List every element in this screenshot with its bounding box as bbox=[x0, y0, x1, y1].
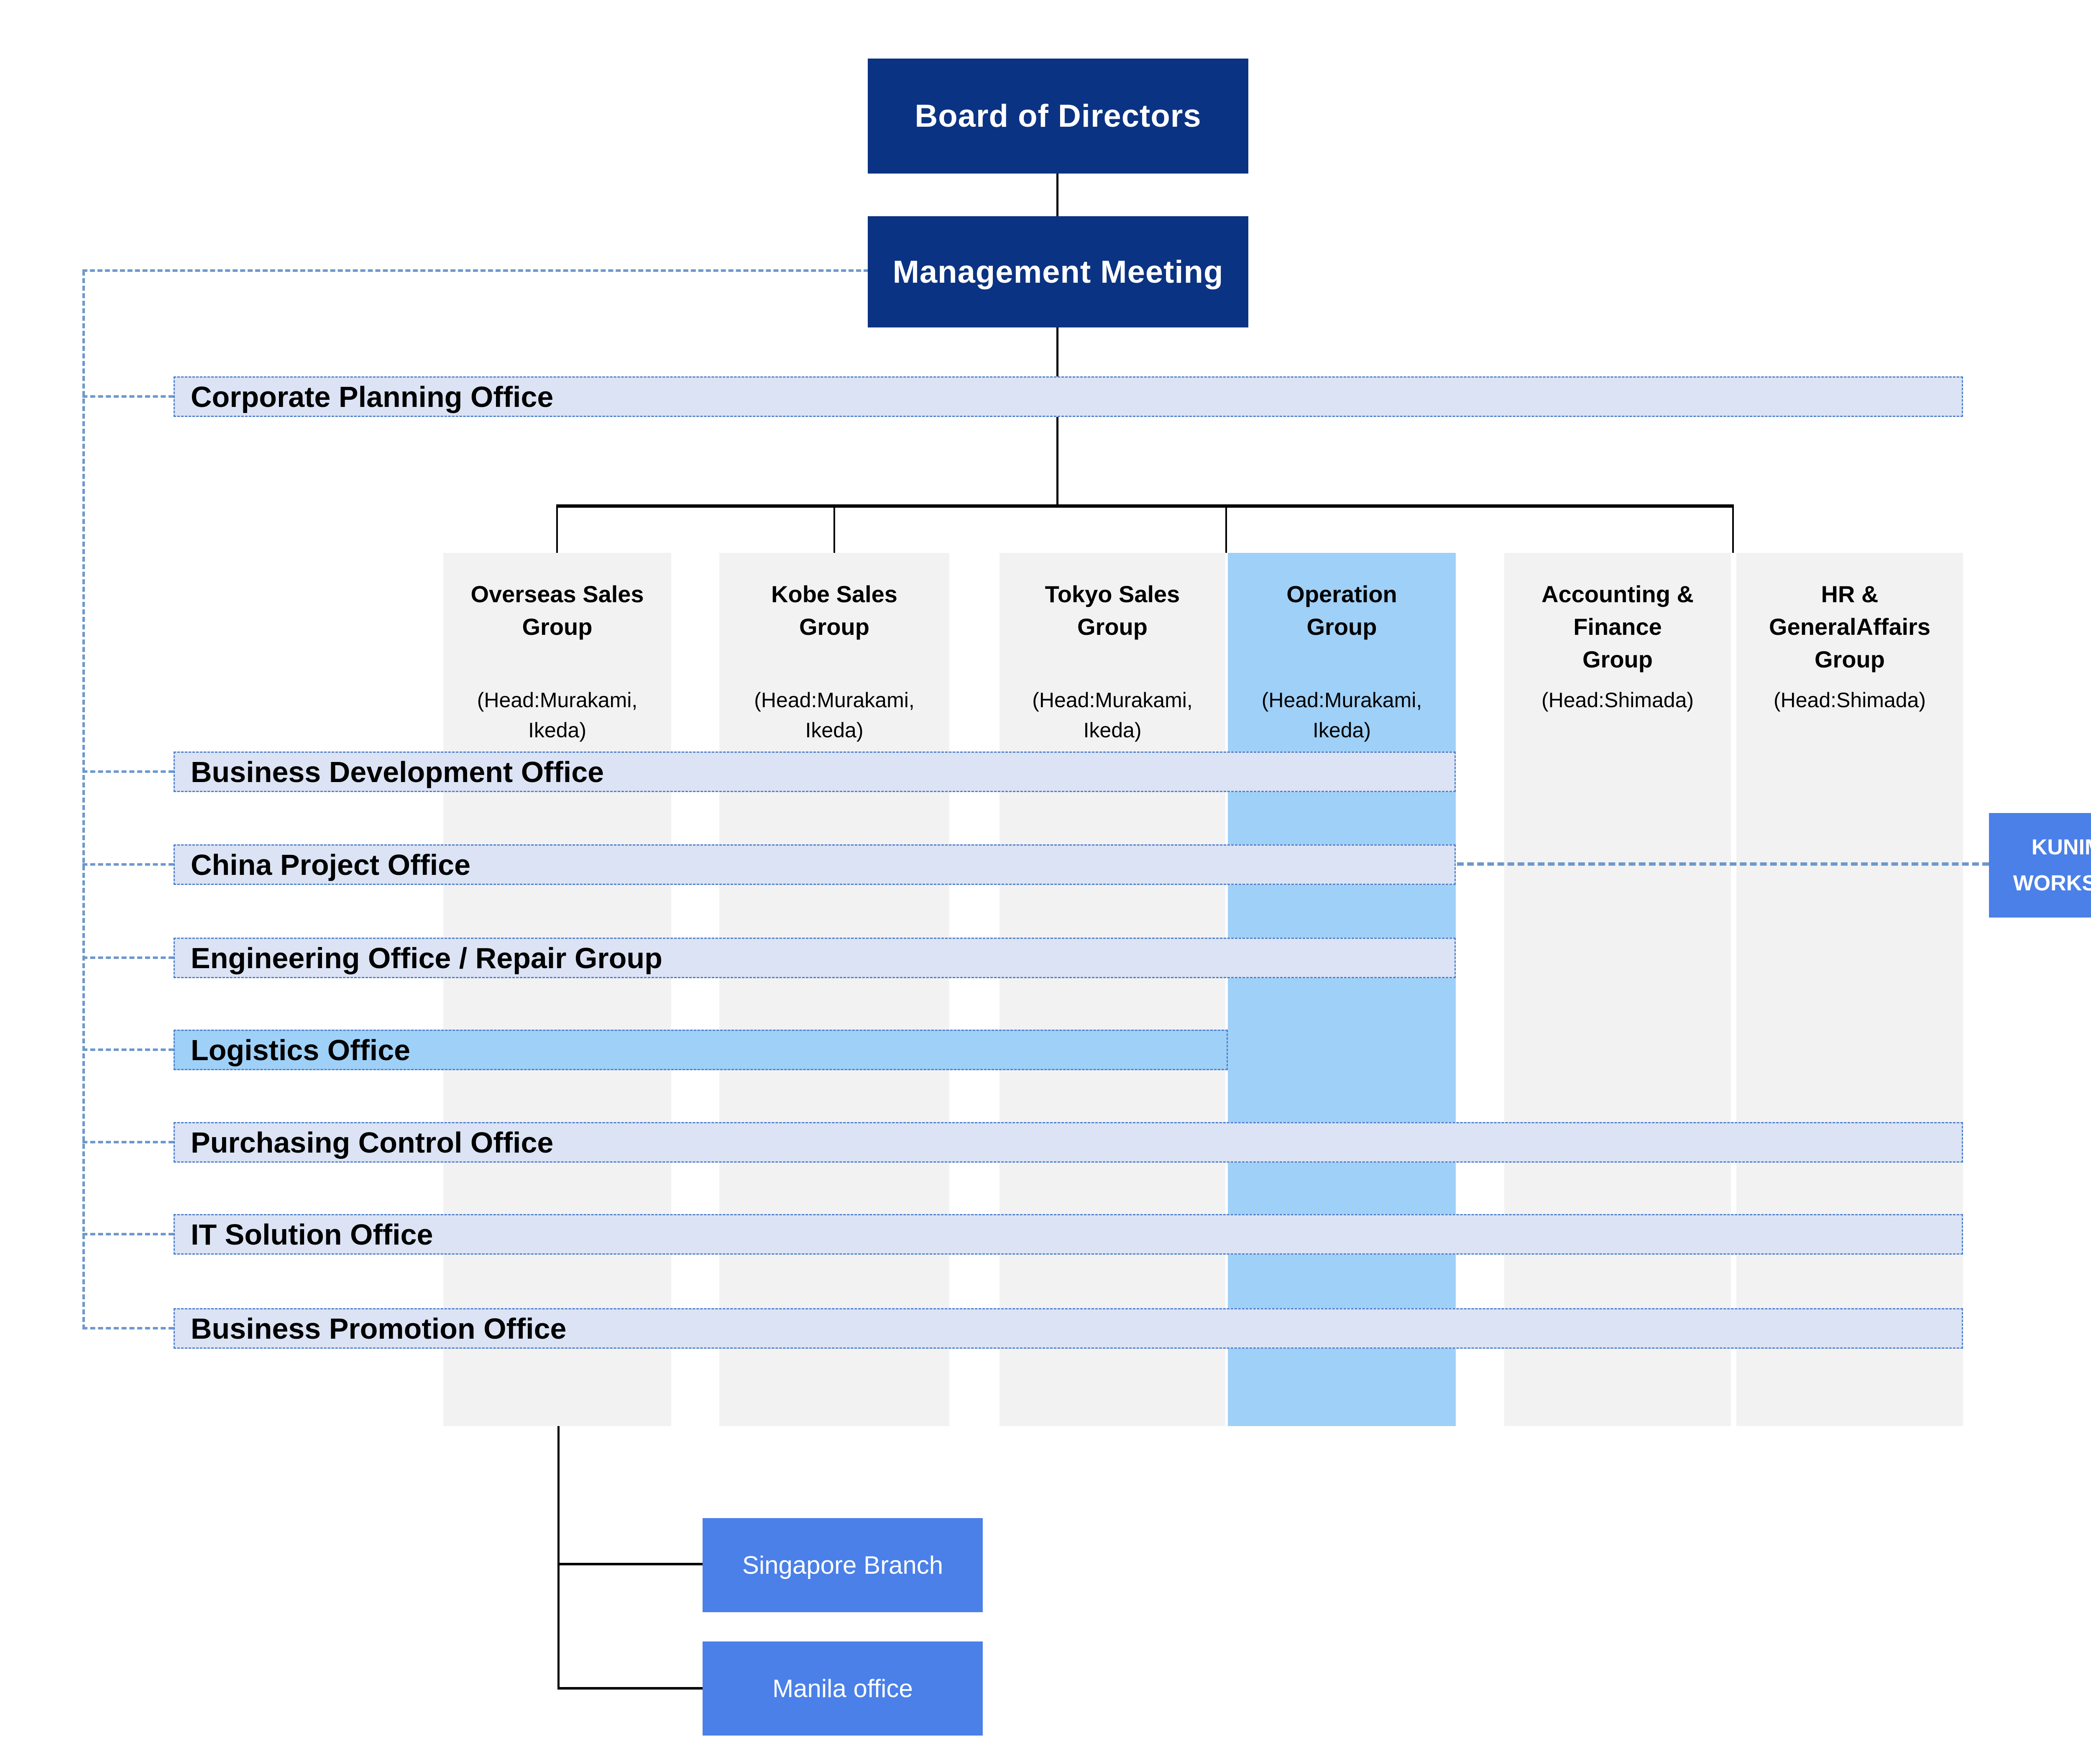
singapore-branch-box: Singapore Branch bbox=[703, 1518, 983, 1612]
kunimori-subsidiary-box: KUNIMORI ENGINEERING WORKS(SHANGHAI)CO.,… bbox=[1989, 813, 2091, 918]
bar-purchasing-control-office: Purchasing Control Office bbox=[174, 1122, 1963, 1163]
bar-business-promotion-office: Business Promotion Office bbox=[174, 1308, 1963, 1349]
bar-label: Logistics Office bbox=[191, 1033, 411, 1066]
group-title: Kobe Sales Group bbox=[771, 581, 897, 640]
bar-engineering-office-repair-group: Engineering Office / Repair Group bbox=[174, 938, 1456, 978]
column-accounting-finance-group: Accounting & Finance Group (Head:Shimada… bbox=[1504, 553, 1731, 1426]
column-kobe-sales-group: Kobe Sales Group (Head:Murakami, Ikeda) bbox=[719, 553, 949, 1426]
group-title: Overseas Sales Group bbox=[470, 581, 644, 640]
leader-business-promotion bbox=[82, 1327, 174, 1329]
leader-vertical-spine bbox=[82, 271, 85, 1329]
connector-drop-accounting-hr bbox=[1732, 508, 1734, 553]
leader-it-solution bbox=[82, 1233, 174, 1235]
leader-purchasing bbox=[82, 1141, 174, 1143]
column-tokyo-sales-group: Tokyo Sales Group (Head:Murakami, Ikeda) bbox=[999, 553, 1225, 1426]
connector-manila-stub bbox=[557, 1687, 703, 1690]
bar-business-development-office: Business Development Office bbox=[174, 752, 1456, 792]
leader-management bbox=[82, 269, 869, 272]
group-title: Accounting & Finance Group bbox=[1541, 581, 1694, 672]
board-of-directors-label: Board of Directors bbox=[915, 98, 1201, 134]
group-title: HR & GeneralAffairs Group bbox=[1769, 581, 1930, 672]
leader-logistics bbox=[82, 1048, 174, 1051]
connector-drop-overseas bbox=[556, 508, 558, 553]
group-head: (Head:Murakami, Ikeda) bbox=[754, 688, 915, 742]
bar-label: Business Promotion Office bbox=[191, 1312, 567, 1345]
connector-groups-horizontal bbox=[556, 504, 1734, 508]
bar-label: Corporate Planning Office bbox=[191, 380, 554, 413]
bar-label: Engineering Office / Repair Group bbox=[191, 941, 662, 974]
management-meeting-box: Management Meeting bbox=[868, 216, 1248, 327]
manila-office-label: Manila office bbox=[772, 1675, 913, 1703]
column-overseas-sales-group: Overseas Sales Group (Head:Murakami, Ike… bbox=[443, 553, 671, 1426]
leader-kunimori bbox=[1457, 862, 1989, 866]
group-title: Operation Group bbox=[1286, 581, 1397, 640]
bar-label: Purchasing Control Office bbox=[191, 1126, 554, 1159]
bar-label: China Project Office bbox=[191, 848, 471, 881]
connector-drop-kobe bbox=[833, 508, 835, 553]
bar-china-project-office: China Project Office bbox=[174, 844, 1456, 885]
leader-business-development bbox=[82, 770, 174, 773]
bar-logistics-office: Logistics Office bbox=[174, 1030, 1228, 1070]
connector-overseas-branches-vertical bbox=[557, 1426, 560, 1690]
group-head: (Head:Murakami, Ikeda) bbox=[1032, 688, 1193, 742]
bar-it-solution-office: IT Solution Office bbox=[174, 1214, 1963, 1255]
connector-drop-tokyo-operation bbox=[1225, 508, 1227, 553]
board-of-directors-box: Board of Directors bbox=[868, 59, 1248, 174]
connector-board-to-management bbox=[1056, 174, 1058, 216]
kunimori-subsidiary-label: KUNIMORI ENGINEERING WORKS(SHANGHAI)CO.,… bbox=[2013, 835, 2091, 895]
singapore-branch-label: Singapore Branch bbox=[742, 1551, 943, 1579]
manila-office-box: Manila office bbox=[703, 1641, 983, 1736]
group-head: (Head:Shimada) bbox=[1773, 688, 1926, 712]
bar-corporate-planning-office: Corporate Planning Office bbox=[174, 376, 1963, 417]
connector-singapore-stub bbox=[557, 1563, 703, 1565]
bar-label: IT Solution Office bbox=[191, 1218, 433, 1251]
group-head: (Head:Murakami, Ikeda) bbox=[1261, 688, 1422, 742]
column-hr-generalaffairs-group: HR & GeneralAffairs Group (Head:Shimada) bbox=[1736, 553, 1963, 1426]
group-title: Tokyo Sales Group bbox=[1045, 581, 1180, 640]
column-operation-group: Operation Group (Head:Murakami, Ikeda) bbox=[1228, 553, 1456, 1426]
leader-engineering bbox=[82, 956, 174, 959]
leader-corporate-planning bbox=[82, 395, 174, 398]
leader-china-project bbox=[82, 863, 174, 866]
group-head: (Head:Shimada) bbox=[1541, 688, 1694, 712]
bar-label: Business Development Office bbox=[191, 755, 604, 788]
management-meeting-label: Management Meeting bbox=[892, 254, 1224, 290]
group-head: (Head:Murakami, Ikeda) bbox=[477, 688, 638, 742]
